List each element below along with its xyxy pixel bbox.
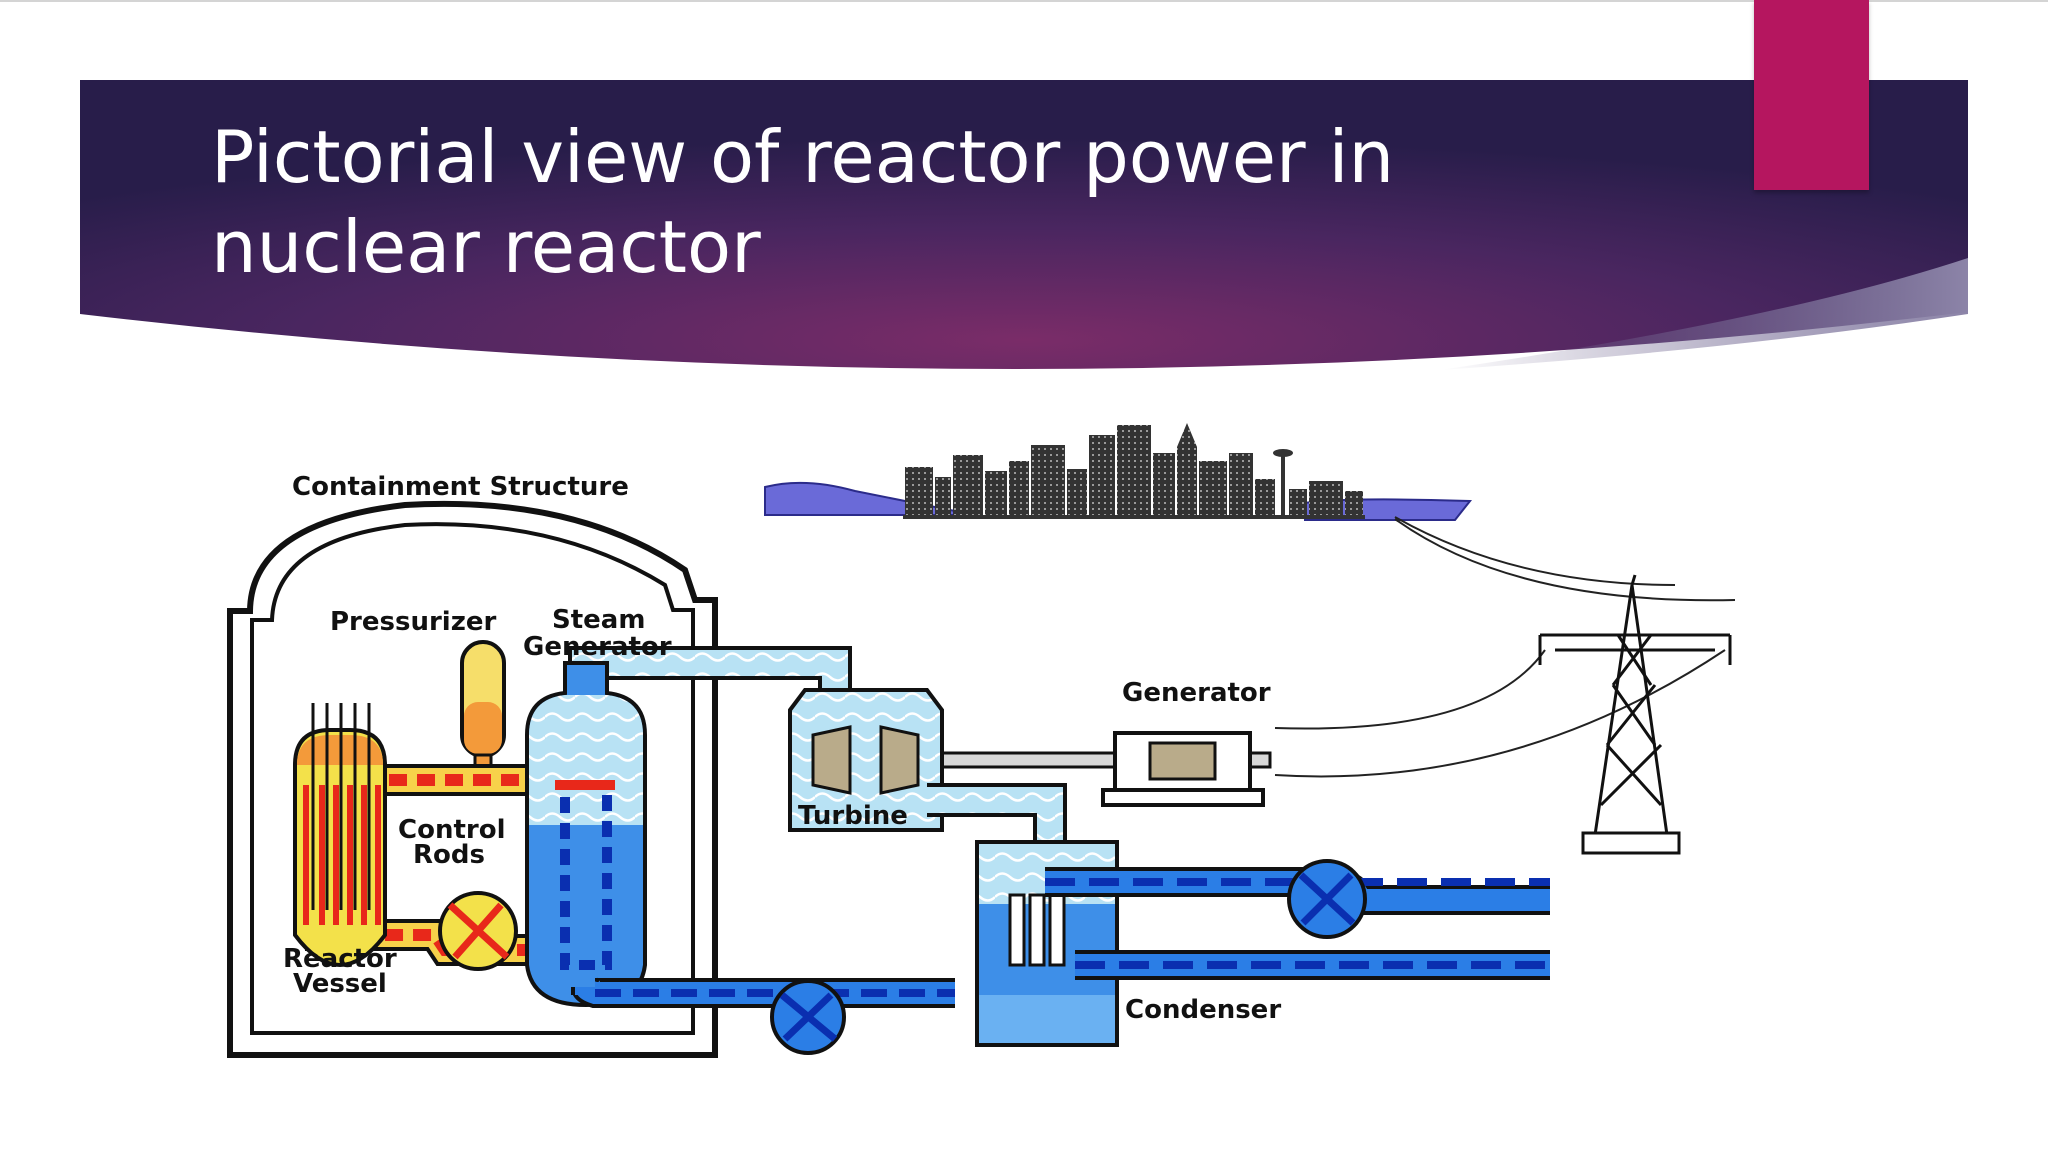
feed-pump-icon [770, 979, 846, 1055]
label-condenser: Condenser [1125, 995, 1281, 1025]
generator-icon [1101, 731, 1265, 807]
pressurizer-icon [460, 640, 506, 781]
label-control-rods-2: Rods [413, 840, 485, 870]
control-rods-icon [311, 703, 371, 910]
turbine-icon [788, 688, 944, 832]
label-generator: Generator [1122, 678, 1271, 708]
label-containment-structure: Containment Structure [292, 472, 629, 502]
label-pressurizer: Pressurizer [330, 607, 496, 637]
label-turbine: Turbine [798, 801, 908, 831]
label-steam-generator-2: Generator [523, 632, 672, 662]
accent-tab [1754, 0, 1869, 190]
power-lines [1274, 516, 1736, 778]
reactor-diagram: Containment Structure Pressurizer Steam … [215, 405, 1765, 1105]
primary-pump-icon [438, 891, 518, 971]
label-control-rods-1: Control [398, 815, 505, 845]
reactor-vessel-icon [293, 703, 387, 967]
cooling-pump-icon [1287, 859, 1367, 939]
transmission-tower-icon [1538, 574, 1732, 855]
top-border-line [0, 0, 2048, 2]
label-reactor-vessel-1: Reactor [283, 944, 397, 974]
city-skyline-icon [764, 423, 1473, 521]
label-steam-generator-1: Steam [552, 605, 645, 635]
title-banner [80, 80, 1968, 380]
steam-generator-icon [525, 661, 647, 1008]
slide-title: Pictorial view of reactor power in nucle… [211, 115, 1395, 289]
label-reactor-vessel-2: Vessel [293, 969, 387, 999]
feedwater-loop [571, 977, 955, 1008]
